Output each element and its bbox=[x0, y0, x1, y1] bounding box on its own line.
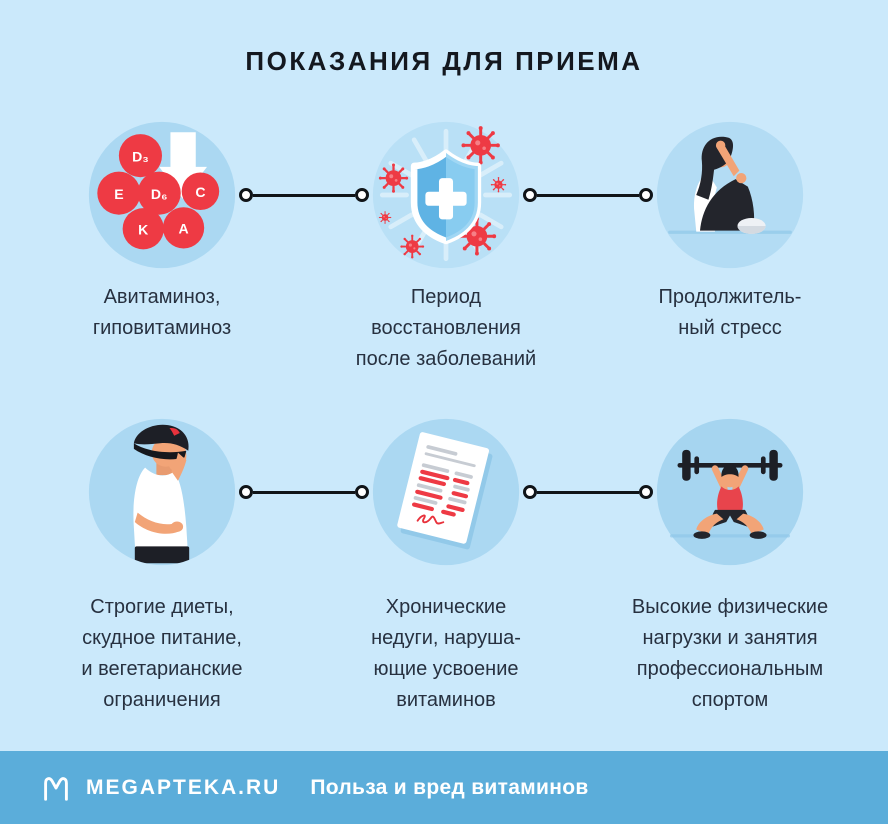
vitamins-falling-icon: D₃ E D₆ C K A bbox=[88, 121, 236, 269]
vitamin-label-k: K bbox=[138, 221, 149, 237]
caption-vitamin-deficiency: Авитаминоз, гиповитаминоз bbox=[92, 286, 232, 339]
connector-line bbox=[239, 485, 369, 499]
card-vitamins: D₃ E D₆ C K A bbox=[87, 120, 237, 270]
card-stress bbox=[655, 120, 805, 270]
signature-squiggle bbox=[416, 514, 445, 525]
dieting-person-icon bbox=[88, 418, 236, 566]
caption-recovery-period: Период восстановления после заболеваний bbox=[355, 286, 537, 370]
weightlifter-icon bbox=[656, 418, 804, 566]
connector-line bbox=[239, 188, 369, 202]
vitamin-label-d3: D₃ bbox=[132, 148, 149, 164]
caption-long-stress: Продолжитель- ный стресс bbox=[658, 286, 802, 339]
connector-dot bbox=[523, 188, 537, 202]
footer-tagline: Польза и вред витаминов bbox=[310, 775, 589, 799]
virus-icon bbox=[490, 176, 507, 193]
connector-dot bbox=[639, 485, 653, 499]
connector-dot bbox=[523, 485, 537, 499]
vitamin-label-d6: D₆ bbox=[151, 186, 168, 202]
virus-icon bbox=[460, 124, 502, 166]
vitamin-label-a: A bbox=[178, 220, 188, 236]
virus-icon bbox=[377, 162, 410, 194]
page-title: ПОКАЗАНИЯ ДЛЯ ПРИЕМА bbox=[245, 46, 643, 76]
caption-strict-diets: Строгие диеты, скудное питание, и вегета… bbox=[81, 596, 243, 711]
caption-chronic-ailments: Хронические недуги, наруша- ющие усвоени… bbox=[371, 596, 521, 711]
connector-line bbox=[523, 485, 653, 499]
connector-dot bbox=[239, 485, 253, 499]
footer-bar: MEGAPTEKA.RU Польза и вред витаминов bbox=[0, 751, 888, 824]
virus-icon bbox=[378, 210, 392, 225]
vitamin-bubbles bbox=[97, 134, 220, 250]
stressed-person-icon bbox=[656, 121, 804, 269]
medical-cross bbox=[425, 178, 467, 220]
medical-document-icon bbox=[372, 418, 520, 566]
vitamin-label-c: C bbox=[195, 184, 205, 200]
card-sport bbox=[655, 417, 805, 567]
card-recovery bbox=[371, 120, 521, 270]
card-diets bbox=[87, 417, 237, 567]
megapteka-logo-icon bbox=[44, 776, 68, 801]
card-chronic bbox=[371, 417, 521, 567]
caption-physical-loads: Высокие физические нагрузки и занятия пр… bbox=[631, 596, 829, 711]
connector-dot bbox=[639, 188, 653, 202]
vitamin-label-e: E bbox=[114, 186, 123, 202]
connector-dot bbox=[355, 485, 369, 499]
virus-icon bbox=[399, 233, 426, 260]
connector-dot bbox=[239, 188, 253, 202]
connector-line bbox=[523, 188, 653, 202]
footer-brand: MEGAPTEKA.RU bbox=[86, 775, 281, 799]
connector-dot bbox=[355, 188, 369, 202]
immunity-shield-icon bbox=[372, 121, 520, 269]
